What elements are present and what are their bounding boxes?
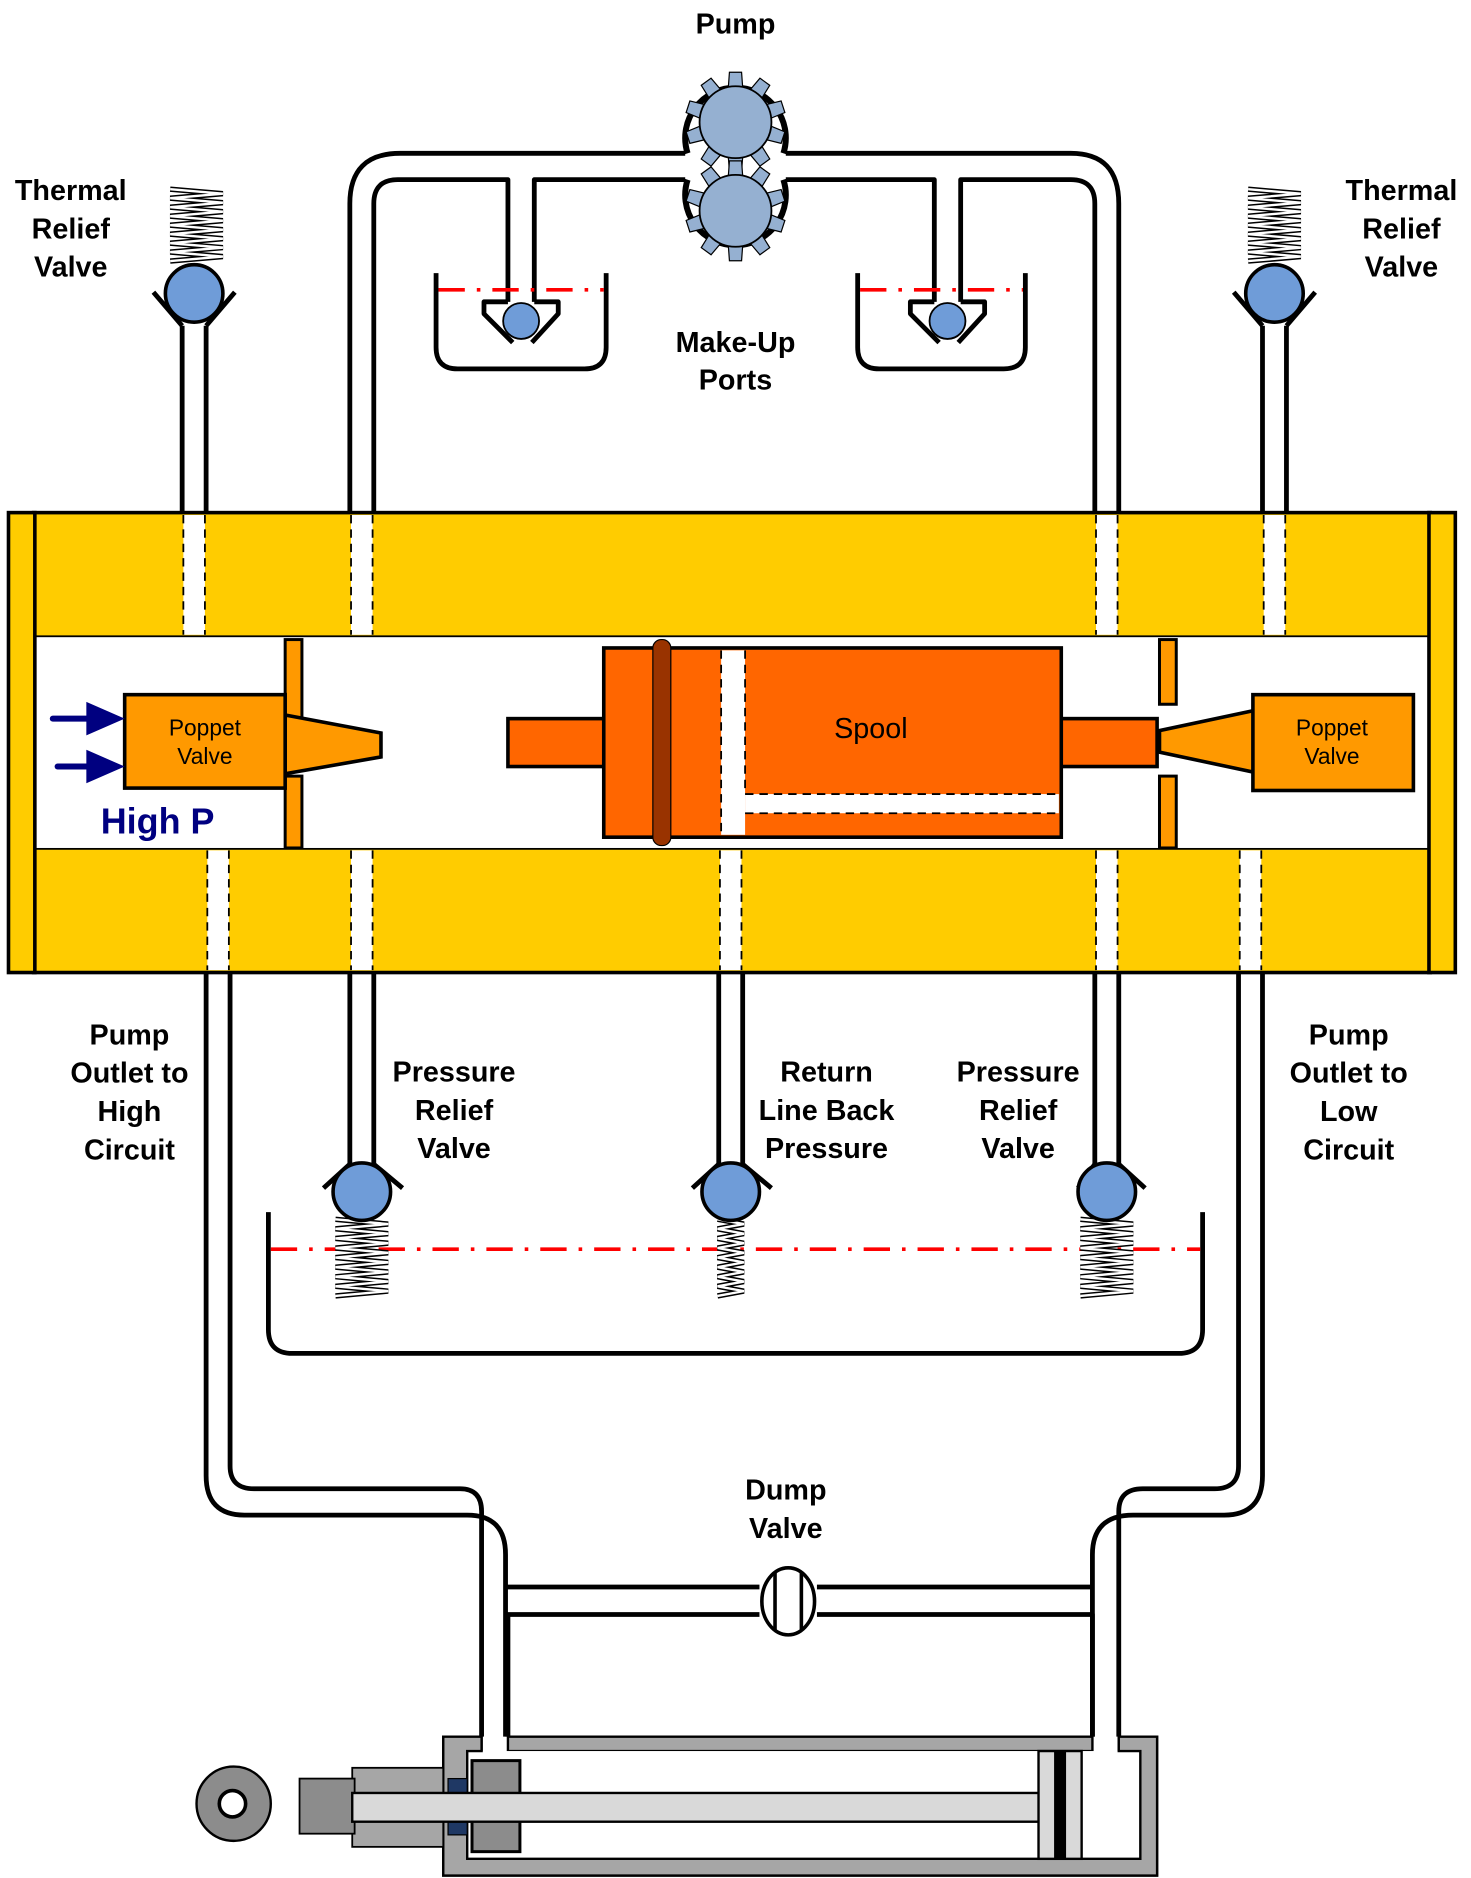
spring-coil-highlight (717, 1218, 745, 1298)
label-line: High (98, 1096, 162, 1128)
label-line: Pump (90, 1019, 170, 1051)
arrow-right-icon (54, 749, 125, 784)
poppet-label-line2: Valve (1304, 743, 1359, 769)
return-tank (265, 1212, 1205, 1356)
pump-gear-bottom-icon (685, 160, 786, 262)
label-pump-outlet-high: Pump Outlet to High Circuit (70, 1019, 188, 1166)
label-make-up-ports: Make-Up Ports (676, 327, 796, 396)
make-up-label-line2: Ports (699, 364, 772, 396)
label-line: Relief (415, 1095, 494, 1127)
spool-seal (652, 638, 672, 847)
label-line: Relief (32, 213, 111, 245)
poppet-valve-right: Poppet Valve (1157, 638, 1416, 850)
high-pressure-arrows: High P (49, 701, 215, 842)
label-line: Valve (34, 252, 108, 284)
label-pump: Pump (696, 9, 776, 41)
spool-label: Spool (834, 713, 908, 745)
label-pressure-relief-left: Pressure Relief Valve (393, 1057, 516, 1166)
label-line: Circuit (84, 1134, 175, 1166)
check-ball (928, 302, 967, 340)
label-line: Circuit (1303, 1134, 1394, 1166)
spool: Spool (506, 638, 1159, 847)
label-line: Relief (979, 1095, 1058, 1127)
poppet-label-line1: Poppet (169, 714, 242, 740)
make-up-port-right (855, 273, 1028, 372)
spring-coil-highlight (1248, 188, 1301, 263)
spring-icon (169, 186, 224, 264)
label-line: Valve (981, 1133, 1055, 1165)
return-line-valve (690, 1161, 773, 1299)
label-line: Low (1320, 1096, 1378, 1128)
ball-icon (163, 262, 225, 324)
ball-icon (331, 1161, 393, 1223)
spring-coil-highlight (335, 1218, 389, 1298)
label-line: Thermal (15, 175, 127, 207)
label-line: Valve (749, 1513, 823, 1545)
ball-icon (1243, 262, 1306, 324)
lower-pipes (203, 972, 1265, 1737)
spring-icon (717, 1216, 745, 1299)
make-up-label-line1: Make-Up (676, 327, 796, 359)
ball-icon (700, 1161, 762, 1223)
label-line: Relief (1362, 213, 1441, 245)
end-cap-right (1427, 510, 1458, 975)
label-line: Dump (745, 1475, 826, 1507)
gear-pump (682, 71, 789, 262)
label-thermal-relief-left: Thermal Relief Valve (15, 175, 127, 284)
hydraulic-cylinder (195, 1735, 1159, 1877)
housing-ports-top (182, 515, 1287, 635)
label-line: Pressure (957, 1057, 1080, 1089)
pump-label: Pump (696, 9, 776, 41)
pressure-relief-valve-right (1076, 1161, 1147, 1299)
label-dump-valve: Dump Valve (745, 1475, 826, 1545)
spring-icon (335, 1216, 389, 1299)
label-line: Pressure (393, 1057, 516, 1089)
spring-icon (1247, 186, 1302, 264)
label-return-line: Return Line Back Pressure (759, 1057, 896, 1166)
thermal-relief-valve-left (151, 186, 237, 328)
label-line: Thermal (1346, 175, 1458, 207)
label-line: Line Back (759, 1095, 896, 1127)
poppet-valve-left: Poppet Valve (122, 638, 383, 850)
high-p-label: High P (101, 801, 215, 842)
spring-coil-highlight (170, 188, 223, 263)
label-line: Valve (1365, 252, 1439, 284)
label-thermal-relief-right: Thermal Relief Valve (1346, 175, 1458, 284)
dump-valve[interactable] (760, 1565, 817, 1637)
label-pressure-relief-right: Pressure Relief Valve (957, 1057, 1080, 1166)
ball-icon (1076, 1161, 1138, 1223)
label-line: Valve (417, 1133, 491, 1165)
label-line: Pump (1309, 1019, 1389, 1051)
piston-rod (351, 1791, 1041, 1823)
label-line: Pressure (765, 1133, 888, 1165)
spring-coil-highlight (1080, 1218, 1134, 1298)
gear-body (698, 85, 773, 159)
pump-supply-pipes (179, 150, 1289, 516)
label-line: Outlet to (1290, 1058, 1408, 1090)
poppet-label-line1: Poppet (1296, 714, 1369, 740)
label-line: Return (780, 1057, 873, 1089)
check-ball (502, 302, 540, 340)
spring-icon (1080, 1216, 1134, 1299)
label-line: Outlet to (70, 1058, 188, 1090)
pump-gear-top-icon (685, 71, 786, 173)
arrow-right-icon (49, 701, 125, 736)
thermal-relief-valve-right (1231, 186, 1318, 328)
pressure-relief-valve-left (321, 1161, 405, 1299)
housing-ports-bottom (206, 850, 1263, 971)
make-up-port-left (433, 273, 609, 372)
end-cap-left (6, 510, 37, 975)
label-pump-outlet-low: Pump Outlet to Low Circuit (1290, 1019, 1408, 1166)
poppet-label-line2: Valve (177, 743, 232, 769)
gear-body (698, 173, 773, 248)
